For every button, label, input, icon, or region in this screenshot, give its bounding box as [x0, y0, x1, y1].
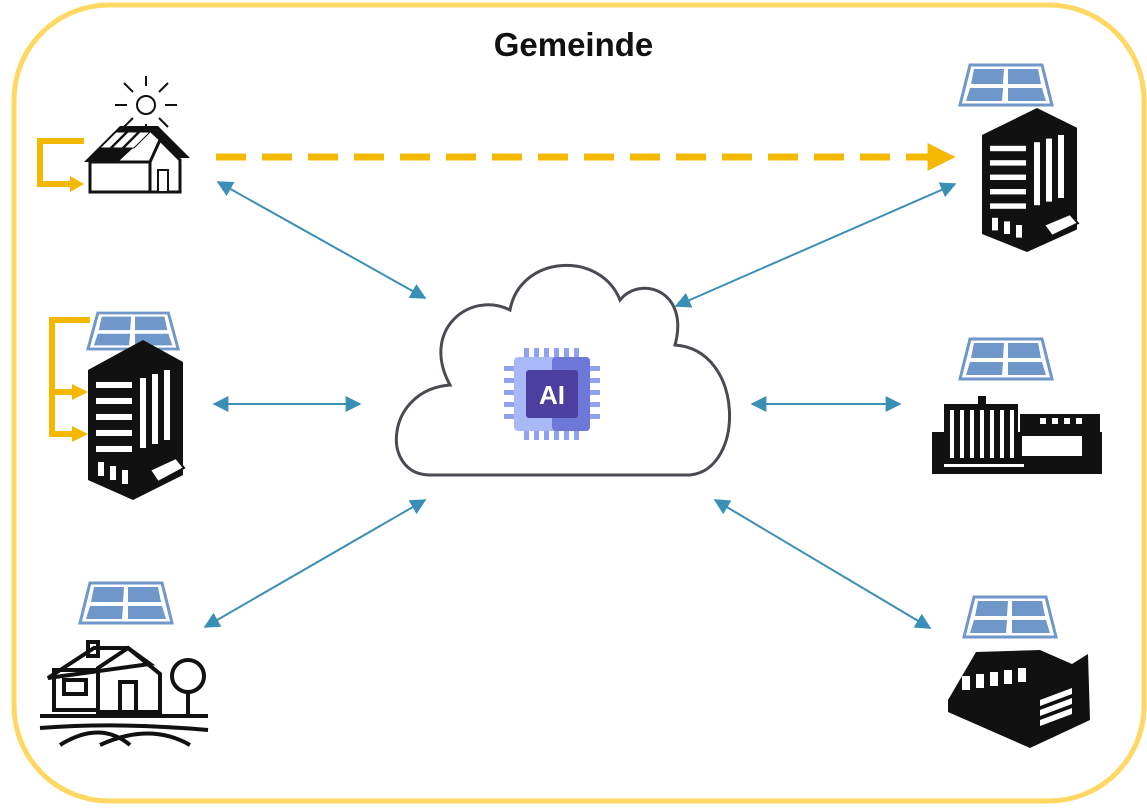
office-building-icon	[958, 63, 1079, 253]
farm-icon	[39, 581, 209, 747]
solar-house-icon	[84, 76, 190, 194]
self-consumption-arrow-apartment	[49, 317, 90, 442]
warehouse-icon	[948, 595, 1090, 748]
link-warehouse	[713, 499, 932, 629]
diagram-title: Gemeinde	[493, 26, 654, 63]
apartment-building-icon	[86, 311, 185, 501]
data-links	[203, 181, 957, 629]
ai-chip-icon: AI	[504, 348, 600, 440]
community-border	[11, 2, 1147, 804]
self-consumption-arrow-house	[37, 138, 84, 192]
link-office	[674, 182, 957, 308]
sun-icon	[115, 76, 177, 132]
link-farm	[203, 499, 427, 628]
factory-icon	[932, 337, 1102, 474]
link-solar-house	[216, 181, 427, 299]
ai-label: AI	[539, 380, 565, 410]
